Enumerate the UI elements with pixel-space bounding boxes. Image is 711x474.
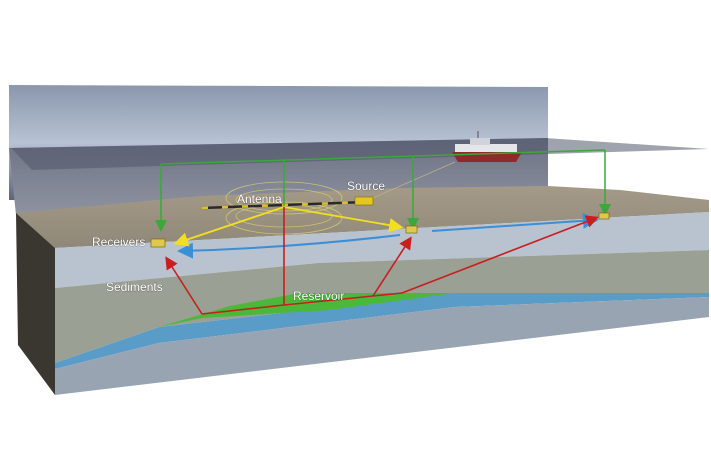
layer-blue	[55, 293, 709, 369]
receiver-nodes	[150, 212, 610, 248]
reservoir-paths	[165, 207, 599, 315]
reservoir-layer	[159, 293, 455, 327]
receiver-3	[598, 212, 610, 220]
tow-cable	[372, 161, 456, 199]
telemetry-lines	[155, 149, 611, 232]
label-reservoir: Reservoir	[293, 289, 344, 303]
receiver-2	[405, 225, 418, 234]
label-source: Source	[347, 179, 385, 193]
label-antenna: Antenna	[237, 192, 282, 206]
layer-middle-sediment	[55, 250, 709, 363]
layer-upper-sediment	[55, 212, 709, 288]
receiver-1	[150, 238, 166, 248]
sea-surface	[11, 138, 709, 170]
source-unit	[354, 196, 374, 206]
layer-basement	[55, 297, 709, 395]
box-left-face	[16, 213, 55, 395]
label-sediments: Sediments	[106, 280, 163, 294]
label-receivers: Receivers	[92, 235, 145, 249]
direct-paths	[173, 206, 404, 247]
seafloor-surface	[16, 186, 709, 248]
seafloor-wave-paths	[177, 212, 599, 259]
